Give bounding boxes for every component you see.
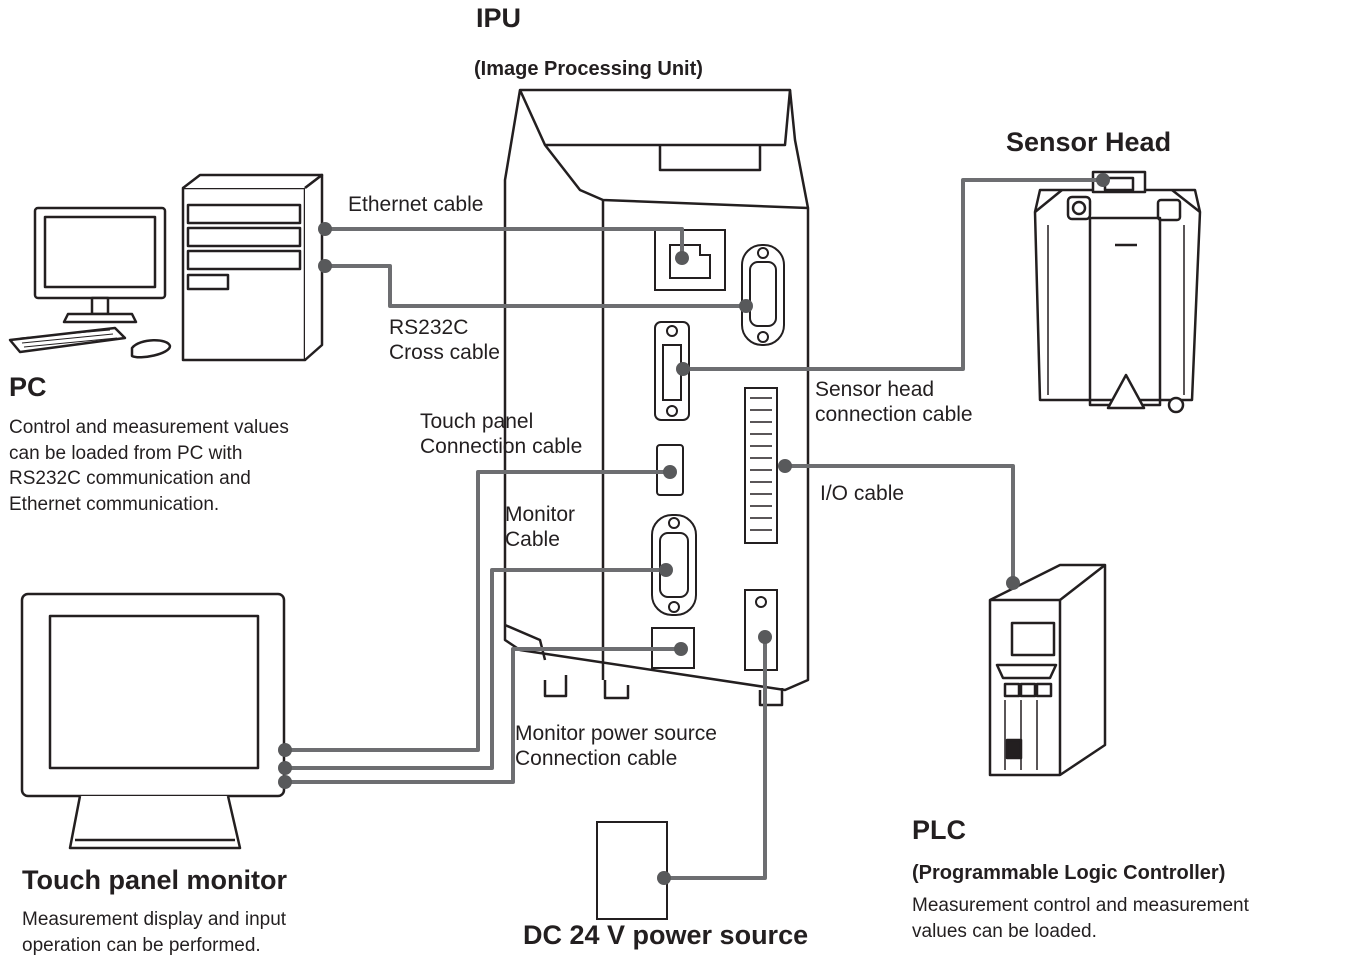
touch-panel-screen: [48, 614, 260, 770]
touch-panel-monitor-title: Touch panel monitor: [22, 865, 287, 895]
io-terminal: [744, 387, 778, 544]
dc-power-source-title: DC 24 V power source: [523, 920, 809, 950]
cable-endpoints: [278, 173, 1110, 885]
monitor-stand: [68, 795, 242, 850]
touch-panel-monitor-device: [20, 592, 286, 850]
rs232c-cable: [325, 264, 746, 308]
touch-panel-cable: [285, 470, 670, 752]
ethernet-port: [654, 229, 726, 291]
monitor-cable: [285, 568, 666, 770]
plc-subtitle: (Programmable Logic Controller): [912, 862, 1226, 884]
pc-device: [8, 173, 324, 362]
touch-panel-cable-label: Touch panel Connection cable: [420, 410, 583, 458]
plc-description: Measurement control and measurement valu…: [912, 895, 1249, 942]
monitor-power-cable-label: Monitor power source Connection cable: [515, 722, 717, 770]
plc-title: PLC: [912, 815, 966, 845]
power-supply-cable: [664, 637, 767, 880]
rs232c-cable-label: RS232C Cross cable: [389, 316, 500, 364]
ethernet-cable: [325, 227, 684, 258]
ipu-title: IPU: [476, 3, 522, 33]
ipu-subtitle: (Image Processing Unit): [474, 58, 703, 80]
pc-title: PC: [9, 372, 47, 402]
sensor-head-title: Sensor Head: [1006, 127, 1172, 157]
sensor-head-device: [1033, 170, 1202, 414]
io-cable-label: I/O cable: [820, 482, 905, 505]
monitor-power-cable: [285, 647, 681, 784]
touch-panel-monitor-description: Measurement display and input operation …: [22, 909, 287, 956]
sensor-head-cable-label: Sensor head connection cable: [815, 378, 973, 426]
pc-description: Control and measurement values can be lo…: [9, 417, 289, 515]
plc-device: [988, 563, 1107, 777]
sensor-head-cable: [683, 178, 1103, 371]
cables: [285, 178, 1103, 880]
ethernet-cable-label: Ethernet cable: [348, 193, 484, 216]
io-cable: [785, 464, 1015, 583]
monitor-cable-label: Monitor Cable: [505, 503, 576, 551]
dc-power-source-box: [596, 821, 668, 920]
keyboard: [8, 326, 127, 354]
mouse: [130, 339, 172, 359]
ipu-ports: [651, 229, 785, 671]
